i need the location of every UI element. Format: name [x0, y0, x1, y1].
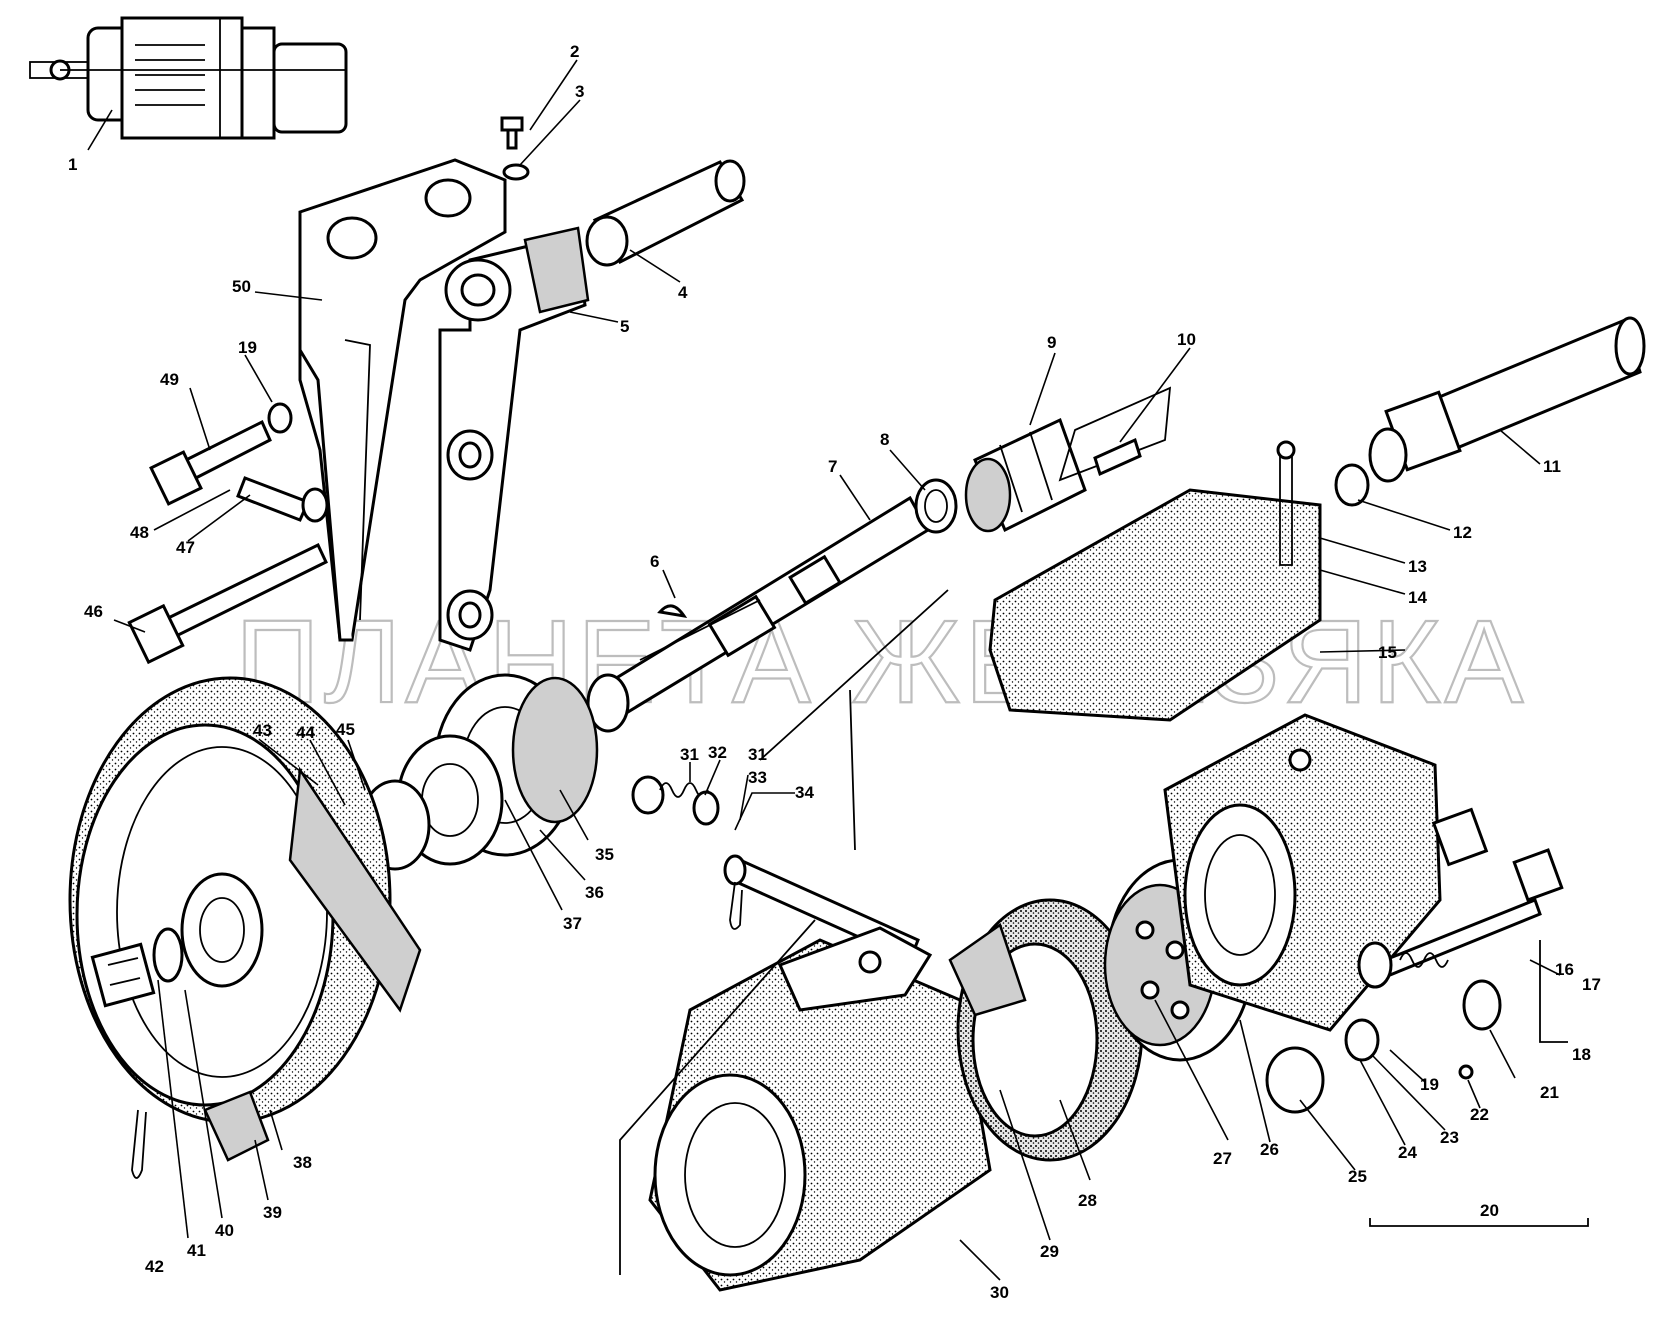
callout-labels: 1 2 3 4 5 6 7 8 9 10 11 12 13 14 15 16 1…: [68, 42, 1601, 1302]
assembly-arrow-line: [619, 919, 816, 1275]
callout-13: 13: [1408, 557, 1427, 576]
callout-7: 7: [828, 457, 837, 476]
lever-arm: [438, 226, 590, 652]
cotter-pin: [729, 881, 743, 930]
callout-19-bracket: 19: [238, 338, 257, 357]
callout-36: 36: [585, 883, 604, 902]
washer: [502, 163, 530, 181]
hex-bolt: [149, 419, 272, 506]
callout-16: 16: [1555, 960, 1574, 979]
callout-28: 28: [1078, 1191, 1097, 1210]
callout-1: 1: [68, 155, 77, 174]
callout-31-left: 31: [680, 745, 699, 764]
callout-41: 41: [187, 1241, 206, 1260]
callout-18: 18: [1572, 1045, 1591, 1064]
pulley-washer: [152, 927, 184, 983]
relief-valve-parts: [1265, 807, 1564, 1114]
pulley-key: [203, 1090, 270, 1162]
callout-38: 38: [293, 1153, 312, 1172]
callout-11: 11: [1543, 457, 1561, 476]
pulley-cotter-pin: [131, 1109, 147, 1179]
callout-9: 9: [1047, 333, 1056, 352]
callout-39: 39: [263, 1203, 282, 1222]
callout-47: 47: [176, 538, 195, 557]
callout-2: 2: [570, 42, 579, 61]
woodruff-key: [657, 604, 688, 619]
callout-37: 37: [563, 914, 582, 933]
callout-29: 29: [1040, 1242, 1059, 1261]
callout-23: 23: [1440, 1128, 1459, 1147]
callout-8: 8: [880, 430, 889, 449]
callout-35: 35: [595, 845, 614, 864]
callout-24: 24: [1398, 1143, 1417, 1162]
long-bolt: [127, 542, 328, 665]
callout-40: 40: [215, 1221, 234, 1240]
callout-4: 4: [678, 283, 688, 302]
callout-50: 50: [232, 277, 251, 296]
callout-32: 32: [708, 743, 727, 762]
callout-21: 21: [1540, 1083, 1559, 1102]
callout-6: 6: [650, 552, 659, 571]
coupling-rotor: [964, 417, 1087, 533]
callout-48: 48: [130, 523, 149, 542]
assembly-axis-line: [759, 589, 949, 851]
stud-bolt: [236, 476, 329, 523]
spring-seat: [631, 775, 665, 815]
pipe-union-fitting: [1368, 316, 1646, 483]
callout-46: 46: [84, 602, 103, 621]
spring-seat-2: [692, 790, 720, 826]
callout-26: 26: [1260, 1140, 1279, 1159]
rear-housing: [1163, 713, 1442, 1032]
callout-10: 10: [1177, 330, 1196, 349]
bracket-16-18: [1539, 940, 1568, 1043]
callout-19-rear: 19: [1420, 1075, 1439, 1094]
callout-27: 27: [1213, 1149, 1232, 1168]
front-cover: [648, 926, 992, 1292]
drive-shaft: [586, 495, 931, 733]
key-in-box: [1058, 386, 1172, 482]
castle-nut: [90, 942, 156, 1008]
pump-housing: [988, 440, 1322, 722]
small-bolt: [500, 116, 524, 150]
stator-ring: [948, 898, 1144, 1162]
callout-3: 3: [575, 82, 584, 101]
leader-lines: [87, 59, 1561, 1281]
watermark: ПЛАНЕТА ЖЕЛЕЗЯКА: [235, 596, 1527, 728]
splined-pin: [585, 159, 746, 267]
spring-washer: [267, 402, 293, 434]
callout-43: 43: [253, 721, 272, 740]
callout-17: 17: [1582, 975, 1601, 994]
callout-12: 12: [1453, 523, 1472, 542]
callout-5: 5: [620, 317, 629, 336]
callout-49: 49: [160, 370, 179, 389]
callout-20: 20: [1480, 1201, 1499, 1220]
mounting-bracket: [298, 158, 507, 642]
bracket-group-20: [1369, 1218, 1589, 1227]
seal-ring: [1334, 463, 1370, 507]
drive-pulley: [68, 676, 422, 1124]
bushing-ring: [914, 478, 958, 534]
callout-22: 22: [1470, 1105, 1489, 1124]
callout-34: 34: [795, 783, 814, 802]
callout-25: 25: [1348, 1167, 1367, 1186]
callout-33: 33: [748, 768, 767, 787]
callout-30: 30: [990, 1283, 1009, 1302]
callout-45: 45: [336, 720, 355, 739]
callout-42: 42: [145, 1257, 164, 1276]
callout-44: 44: [296, 723, 315, 742]
pump-assembly-inset: [29, 16, 348, 140]
callout-15: 15: [1378, 643, 1397, 662]
callout-14: 14: [1408, 588, 1427, 607]
callout-31-right: 31: [748, 745, 767, 764]
